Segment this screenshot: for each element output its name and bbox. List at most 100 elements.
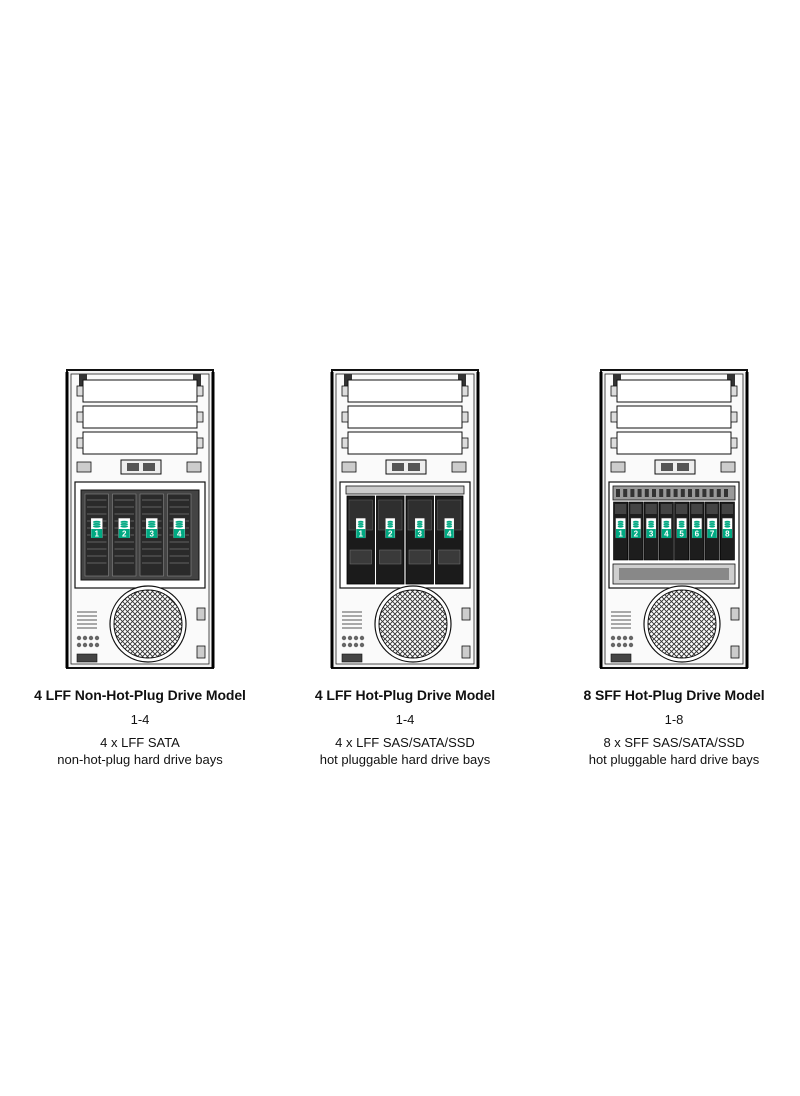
media-bay-tab (610, 385, 618, 397)
bay-description-detail: hot pluggable hard drive bays (319, 752, 491, 767)
vent-hole (724, 489, 728, 497)
bay-number-badge: 2 (630, 517, 642, 539)
drive-stack-icon (678, 524, 685, 528)
media-bay-tab (461, 385, 469, 397)
bay-description-detail: non-hot-plug hard drive bays (57, 752, 223, 767)
vent-hole (637, 489, 642, 497)
bay-number-badge: 3 (414, 517, 426, 539)
bay-range: 1-8 (664, 712, 684, 727)
badge-fill (677, 529, 687, 538)
usb-port (661, 463, 673, 471)
bay-number-badge: 8 (721, 517, 733, 539)
media-bay-slot (76, 405, 204, 429)
vent-hole (702, 489, 707, 497)
vent-hole (680, 489, 685, 497)
badge-fill (707, 529, 717, 538)
drive-carrier-latch (660, 504, 672, 514)
vent-hole (695, 489, 700, 497)
vent-hole (666, 489, 671, 497)
vent-hole (652, 489, 656, 497)
badge-fill (692, 529, 702, 538)
media-bay-tab (730, 411, 738, 423)
media-bay-frame (82, 431, 198, 455)
badge-fill (646, 529, 656, 538)
drive-carrier (405, 495, 434, 585)
lock-latch (730, 645, 740, 659)
drive-stack-icon (387, 524, 394, 528)
bay-number-badge: 1 (615, 517, 627, 539)
usb-port (127, 463, 139, 471)
bay-number-badge: 4 (660, 517, 672, 539)
vent-hole (709, 489, 714, 497)
bay-number-badge: 1 (90, 517, 104, 539)
bay-number-label: 3 (150, 530, 155, 539)
bay-number-label: 3 (418, 530, 423, 539)
bay-number-badge: 5 (676, 517, 688, 539)
media-bay-frame (347, 379, 463, 403)
media-bay-tab (76, 385, 84, 397)
usb-port (677, 463, 689, 471)
drive-stack-icon (175, 524, 184, 528)
bay-number-badge: 2 (384, 517, 396, 539)
bay-number-label: 5 (679, 530, 684, 539)
media-bay-tab (341, 411, 349, 423)
badge-fill (616, 529, 626, 538)
status-led (341, 642, 347, 648)
bay-number-label: 1 (95, 530, 100, 539)
bay-number-badge: 4 (172, 517, 186, 539)
fan-grille-edge (113, 589, 183, 659)
media-bay-tab (76, 437, 84, 449)
media-bay-slot (76, 379, 204, 403)
badge-fill (356, 529, 366, 538)
media-bay-frame (616, 379, 732, 403)
status-led (82, 642, 88, 648)
usb-port (392, 463, 404, 471)
status-led (359, 642, 365, 648)
status-led (94, 642, 100, 648)
drive-stack-icon (147, 524, 156, 528)
media-bay-slot (341, 379, 469, 403)
lock-latch (730, 607, 740, 621)
media-bay-frame (82, 405, 198, 429)
usb-port (610, 461, 626, 473)
bay-number-label: 1 (359, 530, 364, 539)
media-bay-tab (196, 385, 204, 397)
vent-hole (630, 489, 635, 497)
lock-latch (196, 645, 206, 659)
media-bay-slot (610, 431, 738, 455)
drive-carrier-handle (379, 549, 402, 565)
serial-label-tab (610, 653, 632, 663)
drive-carrier (376, 495, 405, 585)
media-bay-slot (610, 379, 738, 403)
drive-carrier-latch (706, 504, 718, 514)
vent-hole (688, 489, 692, 497)
drive-stack-icon (693, 524, 701, 528)
power-button (186, 461, 202, 473)
power-button (720, 461, 736, 473)
bay-number-badge: 6 (691, 517, 703, 539)
vent-hole (673, 489, 678, 497)
status-led (359, 635, 365, 641)
media-bay-tab (196, 437, 204, 449)
bay-number-label: 7 (710, 530, 715, 539)
status-led (628, 635, 634, 641)
bay-number-label: 4 (177, 530, 182, 539)
drive-carrier-latch (615, 504, 627, 514)
usb-port (408, 463, 420, 471)
drive-stack-icon (663, 524, 670, 528)
bay-description: 8 x SFF SAS/SATA/SSD (603, 735, 745, 750)
model-caption: 4 LFF Hot-Plug Drive Model 1-4 4 x LFF S… (285, 686, 525, 768)
media-bay-tab (461, 411, 469, 423)
media-bay-tab (610, 437, 618, 449)
status-led (616, 642, 622, 648)
drive-carrier-latch (645, 504, 657, 514)
vent-hole (659, 489, 664, 497)
model-caption: 8 SFF Hot-Plug Drive Model 1-8 8 x SFF S… (554, 686, 794, 768)
status-led (88, 635, 94, 641)
drive-carrier (435, 495, 464, 585)
media-bay-slot (341, 431, 469, 455)
